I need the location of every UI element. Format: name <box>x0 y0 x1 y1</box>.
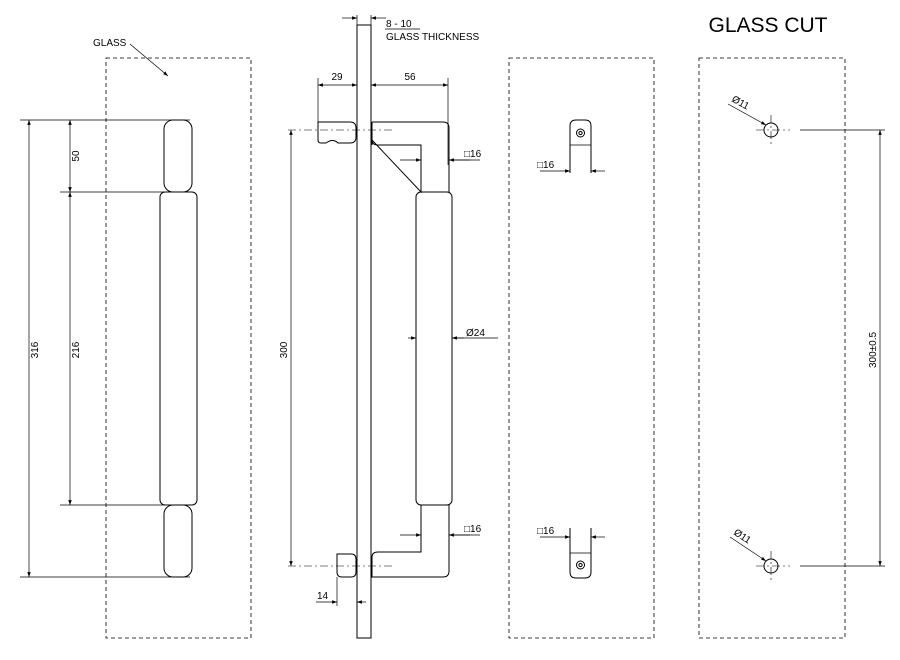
front-view: GLASS 316 50 216 <box>20 38 252 639</box>
glass-panel-front <box>105 57 252 639</box>
handle-grip <box>159 191 198 506</box>
dim-square-16-top: □16 <box>464 149 482 160</box>
dim-hole-diameter-top: Ø11 <box>730 94 752 113</box>
glass-label: GLASS <box>93 38 127 49</box>
dim-glass-offset: 29 <box>331 72 343 83</box>
glass-leader <box>129 43 169 77</box>
back-fixing-top <box>317 121 357 144</box>
glass-panel-back <box>508 57 655 639</box>
side-view: 8 - 10 GLASS THICKNESS 29 56 300 □16 <box>279 15 498 639</box>
handle-leg-bottom <box>163 504 193 578</box>
dim-grip-length: 216 <box>71 341 82 358</box>
dim-handle-depth: 56 <box>404 72 416 83</box>
glass-cut-view: Ø11 Ø11 300±0.5 <box>698 57 885 639</box>
glass-section <box>356 24 372 639</box>
handle-leg-top <box>163 119 193 193</box>
page-title: GLASS CUT <box>708 14 827 37</box>
glass-panel-cut <box>698 57 846 639</box>
handle-arm-top <box>371 121 450 194</box>
fixing-plate-top <box>569 119 592 173</box>
dim-fixing-offset: 14 <box>317 591 329 602</box>
back-fixing-bottom <box>336 553 357 578</box>
dim-overall-length: 316 <box>30 341 41 358</box>
dim-leg-length: 50 <box>71 150 82 162</box>
dim-diameter-24: Ø24 <box>466 328 485 339</box>
dim-square-16-bottom: □16 <box>464 524 482 535</box>
handle-arm-bottom <box>371 505 450 578</box>
dim-square-16-back-bottom: □16 <box>537 526 555 537</box>
handle-grip-side <box>415 191 453 506</box>
glass-thickness-label: GLASS THICKNESS <box>386 32 480 43</box>
dim-center-distance: 300 <box>279 341 290 358</box>
dim-hole-diameter-bottom: Ø11 <box>731 527 753 546</box>
back-view: □16 □16 <box>508 57 655 639</box>
dim-glass-thickness: 8 - 10 <box>386 19 412 30</box>
dim-square-16-back-top: □16 <box>537 160 555 171</box>
fixing-plate-bottom <box>569 528 592 579</box>
dim-hole-spacing: 300±0.5 <box>868 332 879 369</box>
